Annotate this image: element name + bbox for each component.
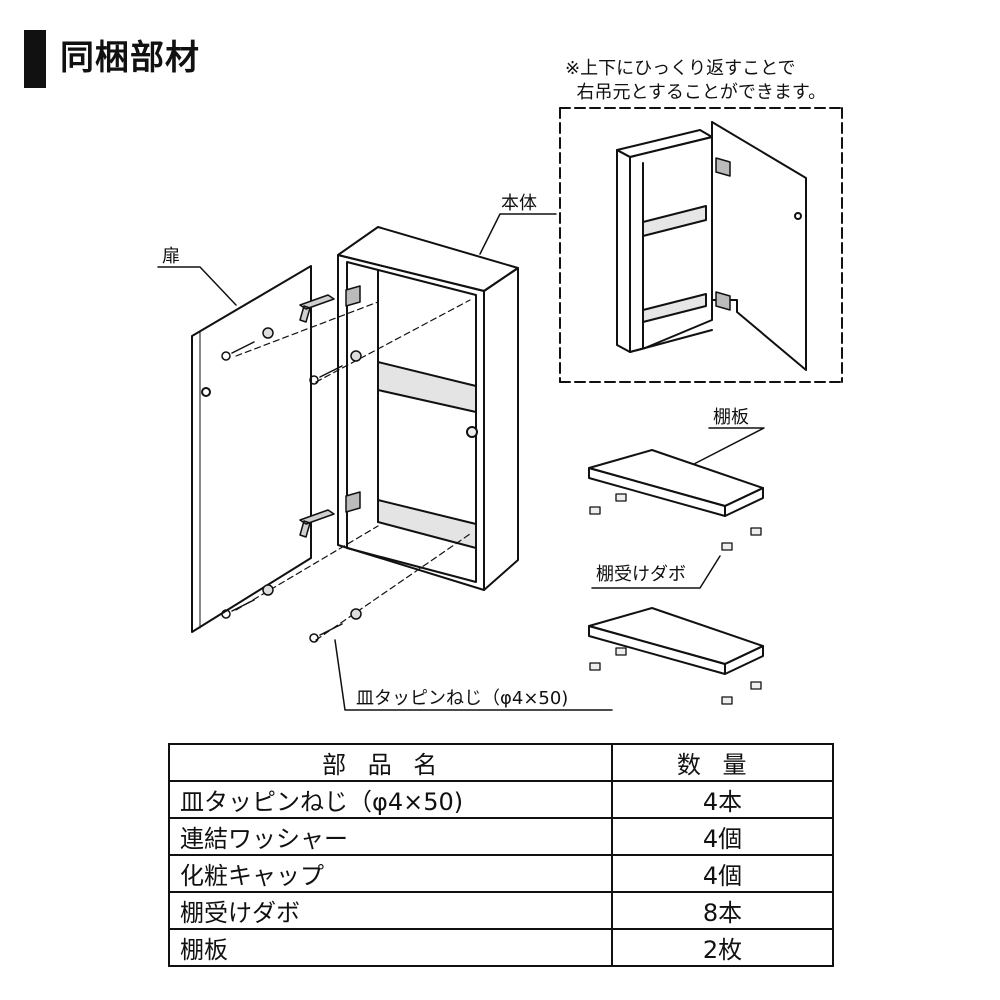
part-quantity: 2枚 [611, 928, 834, 967]
alignment-lines [235, 299, 471, 641]
cabinet-body [337, 226, 519, 591]
part-name: 化粧キャップ [168, 854, 613, 893]
body-label: 本体 [501, 193, 537, 214]
parts-table: 部品名 数量 皿タッピンねじ（φ4×50) 4本 連結ワッシャー 4個 化粧キャ… [168, 743, 834, 967]
part-quantity: 4本 [611, 780, 834, 819]
note-line-1: ※上下にひっくり返すことで [565, 58, 796, 79]
inset-box [559, 107, 843, 383]
callout-leaders [157, 213, 765, 711]
part-quantity: 4個 [611, 854, 834, 893]
title-marker [24, 30, 46, 88]
inset-cabinet [616, 129, 713, 353]
part-name: 連結ワッシャー [168, 817, 613, 856]
table-header-row: 部品名 数量 [168, 743, 834, 782]
dowel-label: 棚受けダボ [596, 564, 686, 585]
table-row: 皿タッピンねじ（φ4×50) 4本 [168, 780, 834, 819]
inset-door [711, 121, 807, 371]
table-row: 棚板 2枚 [168, 928, 834, 967]
part-name: 皿タッピンねじ（φ4×50) [168, 780, 613, 819]
page-title: 同梱部材 [60, 38, 200, 78]
note-line-2: 右吊元とすることができます。 [576, 82, 827, 103]
screw-set [221, 327, 362, 643]
screw-label: 皿タッピンねじ（φ4×50) [356, 688, 569, 709]
shelf-label: 棚板 [713, 407, 749, 428]
table-row: 棚受けダボ 8本 [168, 891, 834, 930]
part-name: 棚板 [168, 928, 613, 967]
shelf-lower [588, 607, 764, 675]
part-name: 棚受けダボ [168, 891, 613, 930]
door-panel [191, 265, 335, 633]
reversal-note: ※上下にひっくり返すことで 右吊元とすることができます。 [565, 57, 826, 105]
column-header-quantity: 数量 [611, 743, 834, 782]
shelf-upper [588, 449, 764, 517]
column-header-part-name: 部品名 [168, 743, 613, 782]
part-quantity: 8本 [611, 891, 834, 930]
table-row: 連結ワッシャー 4個 [168, 817, 834, 856]
assembly-diagram [157, 107, 843, 711]
part-quantity: 4個 [611, 817, 834, 856]
door-label: 扉 [162, 246, 180, 267]
dowel-set [589, 493, 762, 705]
table-row: 化粧キャップ 4個 [168, 854, 834, 893]
